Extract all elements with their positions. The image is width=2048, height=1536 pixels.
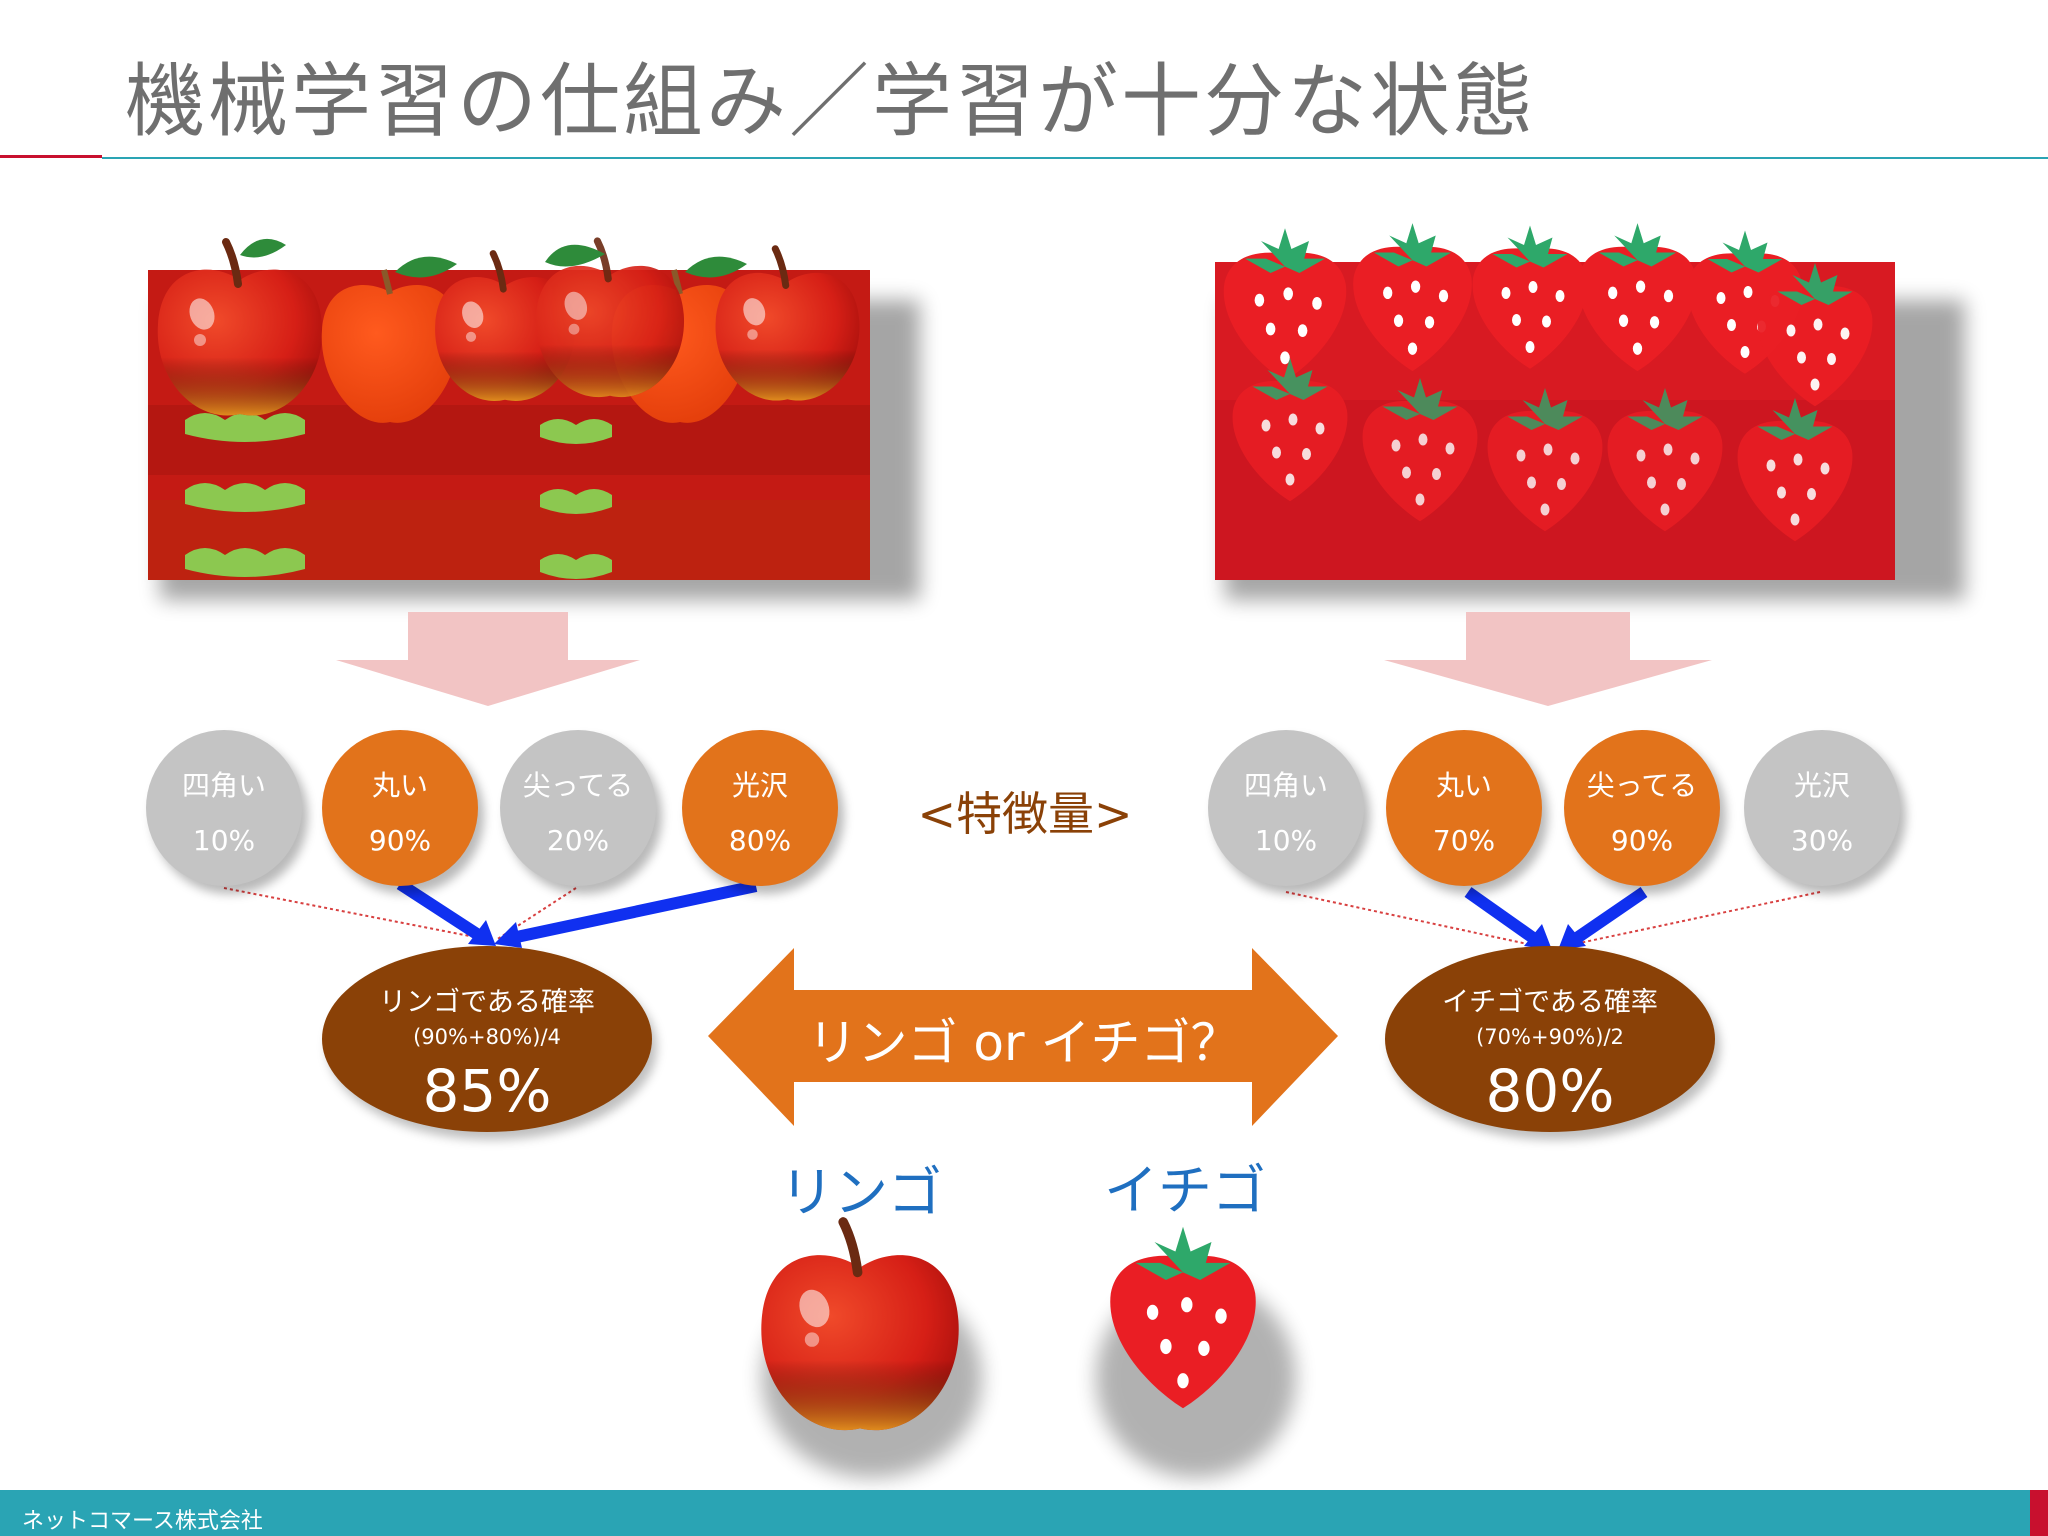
footer-bar (0, 1490, 2048, 1536)
strawberry-training-collage (1215, 223, 1965, 600)
feature-label: 丸い (1435, 769, 1492, 802)
feature-value: 90% (1610, 824, 1674, 857)
feature-quantity-label: <特徴量> (917, 787, 1133, 841)
feature-value: 20% (546, 824, 610, 857)
strawberry-connectors (1285, 887, 1821, 950)
slide-title: 機械学習の仕組み／学習が十分な状態 (125, 55, 1536, 148)
probability-label: リンゴである確率 (379, 987, 595, 1018)
footer-accent (2030, 1490, 2048, 1536)
feature-label: 四角い (1243, 769, 1328, 802)
footer-company: ネットコマース株式会社 (22, 1509, 263, 1534)
probability-value: 80% (1485, 1057, 1615, 1125)
strawberry-feature-gloss: 光沢 30% (1744, 730, 1900, 886)
apple-connectors (223, 878, 758, 948)
strawberry-feature-round: 丸い 70% (1386, 730, 1542, 886)
feature-label: 光沢 (1793, 769, 1850, 802)
feature-label: 光沢 (731, 769, 788, 802)
feature-value: 30% (1790, 824, 1854, 857)
feature-value: 10% (1254, 824, 1318, 857)
apple-probability: リンゴである確率 (90%+80%)/4 85% (322, 946, 652, 1132)
strawberry-down-arrow (1384, 612, 1712, 706)
apple-down-arrow (336, 612, 640, 706)
answer-apple-image (761, 1222, 982, 1478)
feature-value: 10% (192, 824, 256, 857)
title-rule-teal (102, 157, 2048, 159)
feature-value: 80% (728, 824, 792, 857)
question-double-arrow (708, 948, 1338, 1126)
title-rule-red (0, 155, 102, 158)
feature-label: 尖ってる (1586, 769, 1698, 802)
strawberry-feature-pointed: 尖ってる 90% (1564, 730, 1720, 886)
probability-formula: (70%+90%)/2 (1476, 1025, 1624, 1049)
feature-label: 尖ってる (522, 769, 634, 802)
feature-value: 90% (368, 824, 432, 857)
apple-training-collage (148, 239, 920, 600)
feature-label: 丸い (371, 769, 428, 802)
apple-feature-pointed: 尖ってる 20% (500, 730, 656, 886)
apple-feature-gloss: 光沢 80% (682, 730, 838, 886)
feature-value: 70% (1432, 824, 1496, 857)
answer-strawberry-image (1096, 1226, 1296, 1478)
probability-value: 85% (422, 1057, 552, 1125)
apple-feature-round: 丸い 90% (322, 730, 478, 886)
feature-label: 四角い (181, 769, 266, 802)
question-label: リンゴ or イチゴ？ (807, 1014, 1241, 1072)
strawberry-feature-square: 四角い 10% (1208, 730, 1364, 886)
answer-apple-label: リンゴ (780, 1161, 942, 1224)
probability-label: イチゴである確率 (1442, 987, 1658, 1018)
strawberry-probability: イチゴである確率 (70%+90%)/2 80% (1385, 946, 1715, 1132)
probability-formula: (90%+80%)/4 (413, 1025, 561, 1049)
apple-feature-square: 四角い 10% (146, 730, 302, 886)
answer-strawberry-label: イチゴ (1104, 1159, 1266, 1222)
